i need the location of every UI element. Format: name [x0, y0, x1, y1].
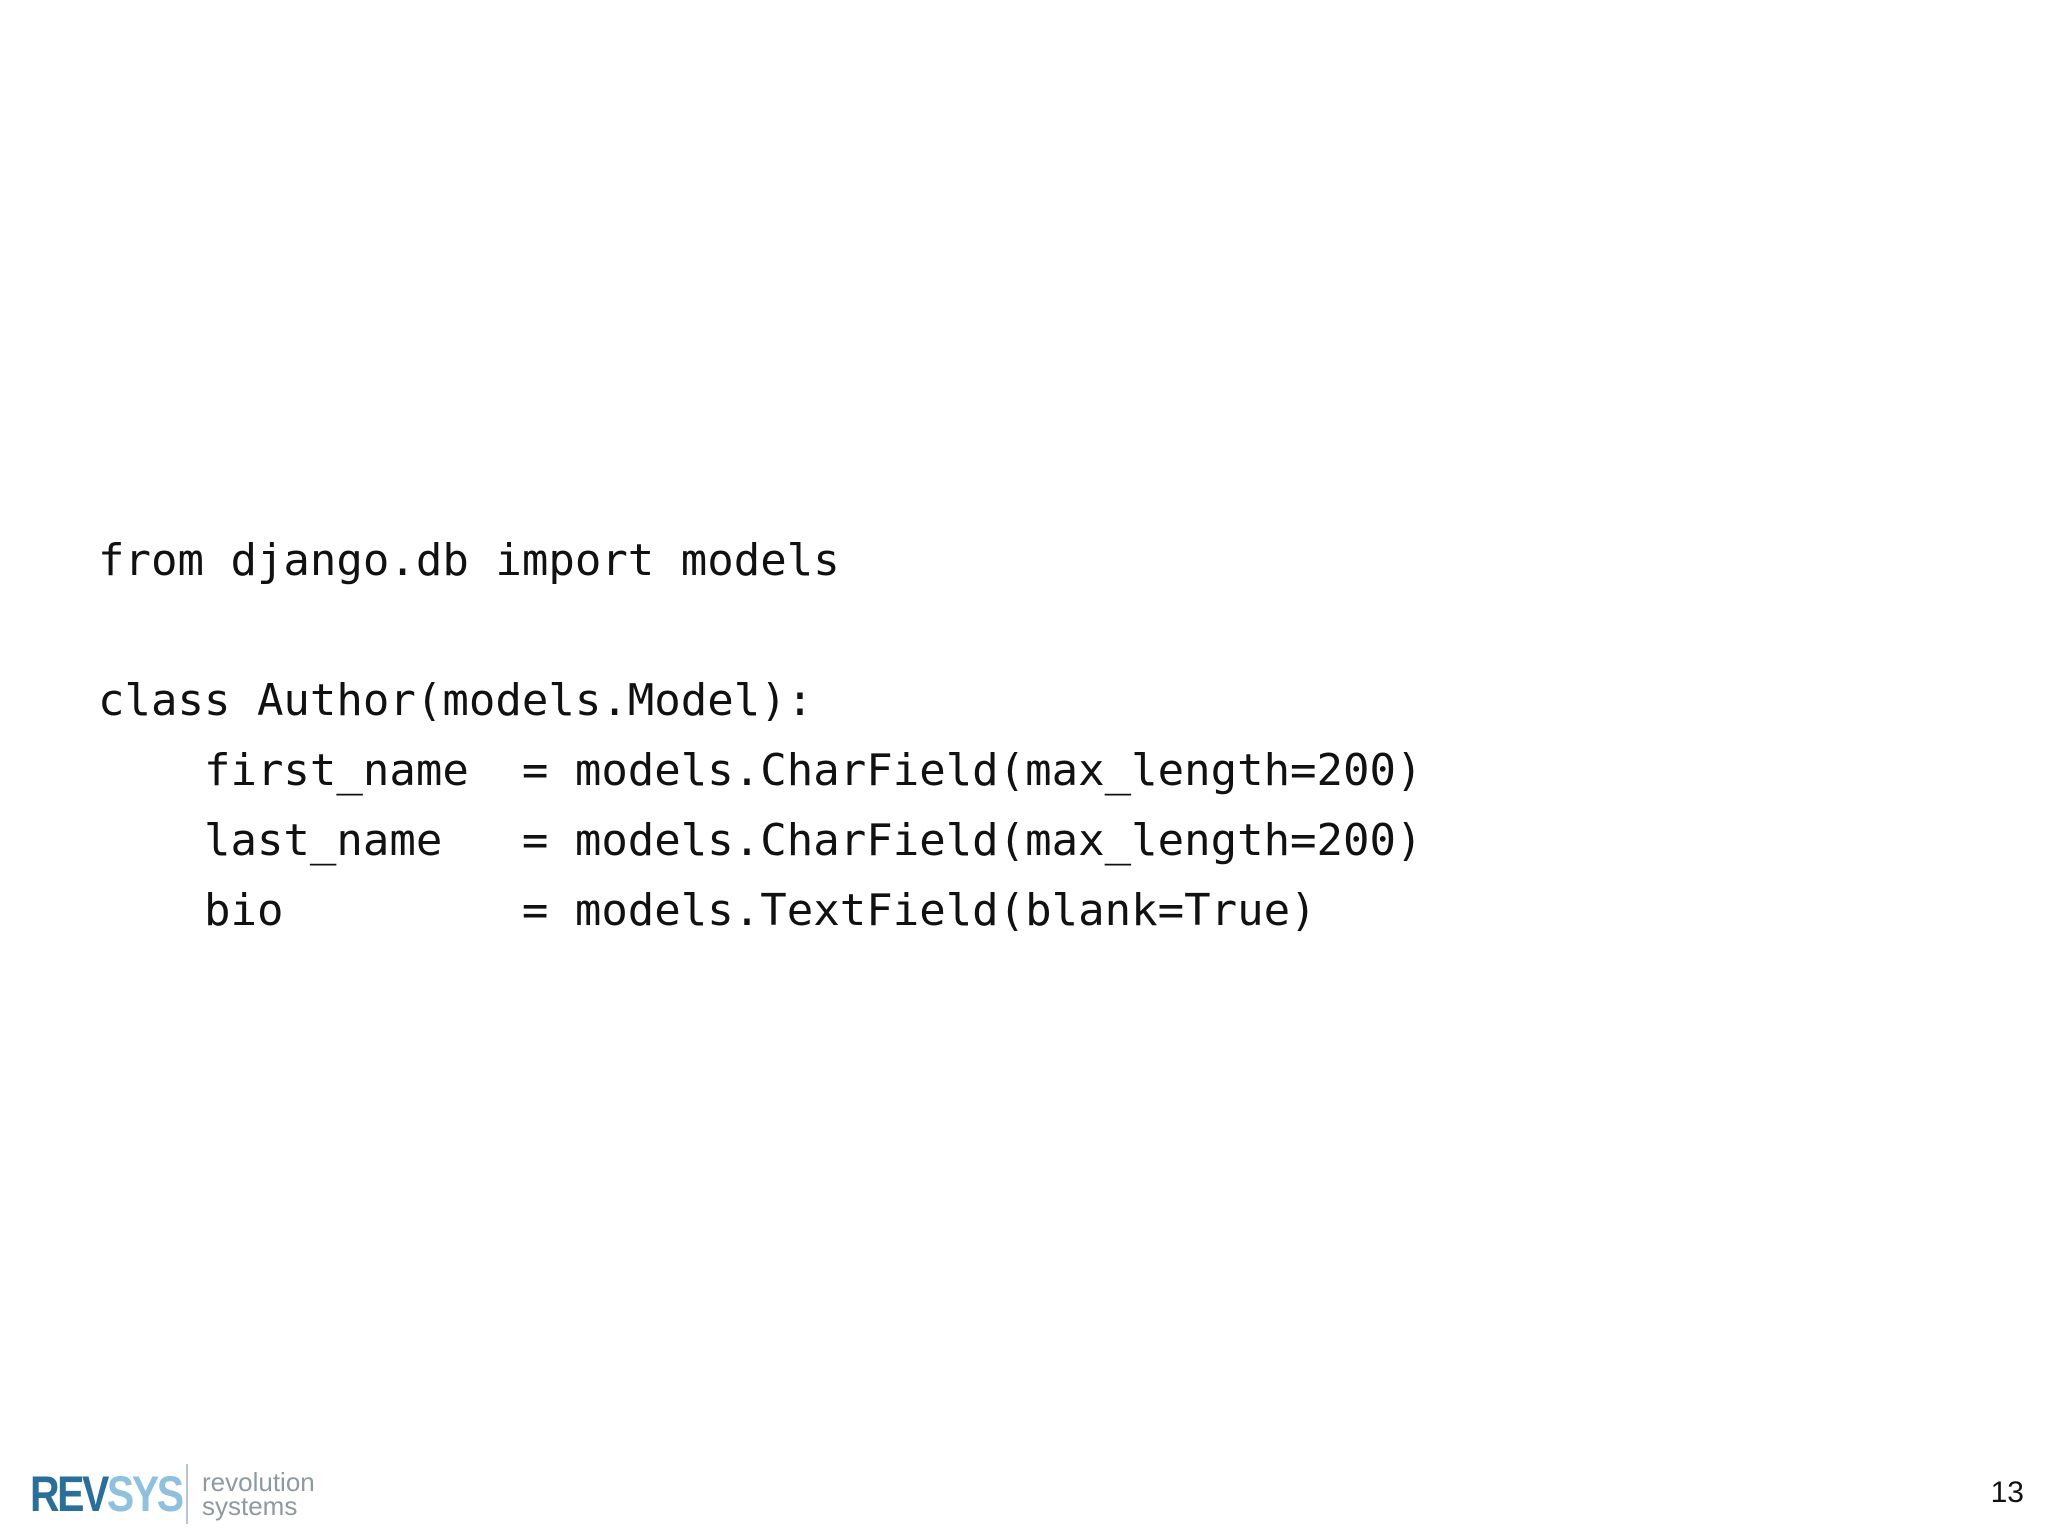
code-line-5: last_name = models.CharField(max_length=… — [98, 815, 1423, 866]
code-line-1: from django.db import models — [98, 535, 840, 586]
logo-line-revolution: revolution — [202, 1467, 315, 1497]
logo-sys-text: SYS — [106, 1466, 184, 1522]
code-line-3: class Author(models.Model): — [98, 675, 814, 726]
logo-line-systems: systems — [202, 1491, 298, 1521]
code-line-2 — [98, 596, 1423, 666]
code-line-6: bio = models.TextField(blank=True) — [98, 885, 1317, 936]
logo-divider — [186, 1464, 188, 1524]
page-number: 13 — [1990, 1476, 2024, 1509]
logo-wordmark: revolution systems — [202, 1467, 315, 1521]
logo-rev-text: REV — [30, 1466, 109, 1522]
code-block: from django.db import models class Author… — [98, 526, 1423, 946]
code-line-4: first_name = models.CharField(max_length… — [98, 745, 1423, 796]
